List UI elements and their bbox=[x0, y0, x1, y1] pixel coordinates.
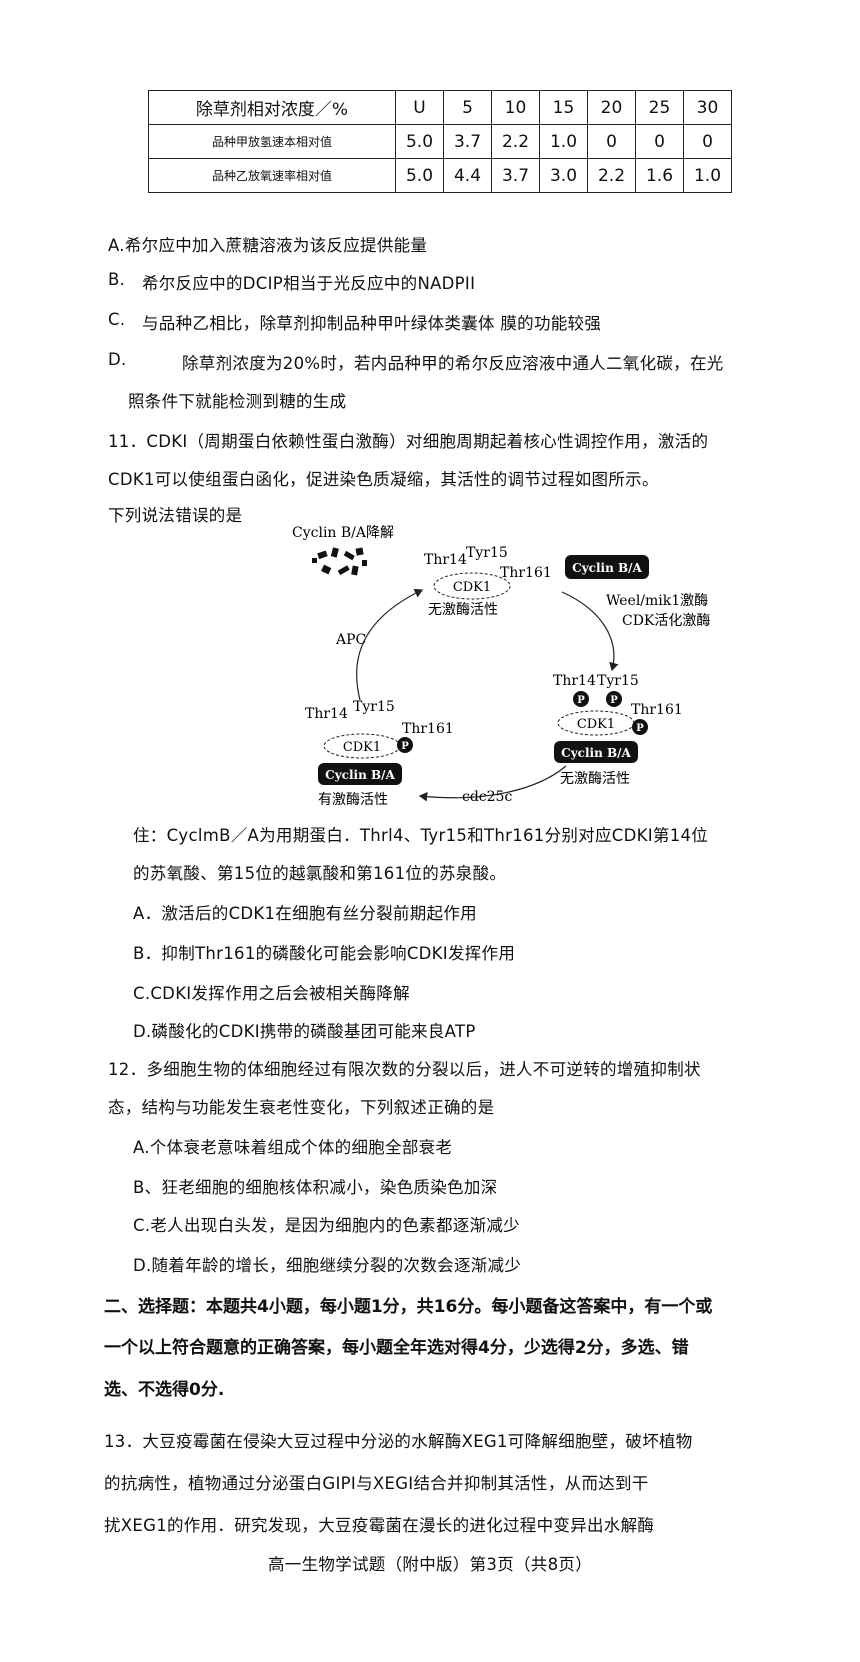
degraded-fragments-icon bbox=[312, 547, 367, 576]
kinase-cak-label: CDK活化激酶 bbox=[622, 612, 710, 629]
right-thr161-label: Thr161 bbox=[631, 702, 683, 718]
q12-stem-line1: 12．多细胞生物的体细胞经过有限次数的分裂以后，进人不可逆转的增殖抑制状 bbox=[108, 1060, 701, 1079]
table-cell: 3.7 bbox=[491, 158, 540, 193]
top-cdk1-label: CDK1 bbox=[453, 580, 491, 595]
phosphate-label: P bbox=[401, 741, 409, 752]
q11-option-c: C.CDKI发挥作用之后会被相关酶降解 bbox=[133, 984, 410, 1003]
apc-label: APC bbox=[335, 632, 366, 648]
q12-option-b: B、狂老细胞的细胞核体积减小，染色质染色加深 bbox=[133, 1178, 498, 1197]
phosphate-icon bbox=[397, 737, 413, 753]
top-cyclin-badge bbox=[565, 555, 649, 579]
page-footer: 高一生物学试题（附中版）第3页（共8页） bbox=[268, 1555, 592, 1574]
left-tyr15-label: Tyr15 bbox=[353, 699, 395, 715]
q11-stem-line2: CDK1可以使组蛋白函化，促进染色质凝缩，其活性的调节过程如图所示。 bbox=[108, 470, 659, 489]
q10-option-d-prefix: D. bbox=[108, 350, 127, 369]
right-inactive-label: 无激酶活性 bbox=[560, 770, 630, 787]
table-cell: 5.0 bbox=[395, 124, 444, 159]
q10-option-a: A.希尔应中加入蔗糖溶液为该反应提供能量 bbox=[108, 236, 428, 255]
q11-option-d: D.磷酸化的CDKI携带的磷酸基团可能来良ATP bbox=[133, 1022, 476, 1041]
q10-option-d-line1: 除草剂浓度为20%时，若内品种甲的希尔反应溶液中通人二氧化碳，在光 bbox=[182, 354, 724, 373]
q10-option-b-prefix: B. bbox=[108, 270, 126, 289]
q12-stem-line2: 态，结构与功能发生衰老性变化，下列叙述正确的是 bbox=[108, 1098, 495, 1117]
section2-line3: 选、不选得0分. bbox=[104, 1380, 225, 1400]
left-active-label: 有激酶活性 bbox=[318, 791, 388, 808]
q13-stem-line3: 扰XEG1的作用．研究发现，大豆疫霉菌在漫长的进化过程中变异出水解酶 bbox=[104, 1516, 655, 1535]
q11-note-line2: 的苏氧酸、第15位的越氯酸和第161位的苏泉酸。 bbox=[133, 864, 507, 883]
phosphate-icon bbox=[573, 691, 589, 707]
table-cell: 0 bbox=[683, 124, 732, 159]
phosphate-label: P bbox=[610, 695, 618, 706]
q10-option-c-prefix: C. bbox=[108, 310, 126, 329]
q10-option-d-line2: 照条件下就能检测到糖的生成 bbox=[128, 392, 347, 411]
right-thr14-label: Thr14 bbox=[553, 673, 596, 689]
q11-option-b: B．抑制Thr161的磷酸化可能会影响CDKI发挥作用 bbox=[133, 944, 516, 963]
phosphate-icon bbox=[606, 691, 622, 707]
phosphate-label: P bbox=[636, 723, 644, 734]
section2-line2: 一个以上符合题意的正确答案，每小题全年选对得4分，少选得2分，多选、错 bbox=[104, 1338, 689, 1358]
table-row: 品种甲放氢速本相对值 5.0 3.7 2.2 1.0 0 0 0 bbox=[148, 124, 732, 159]
q13-stem-line2: 的抗病性，植物通过分泌蛋白GIPI与XEGI结合并抑制其活性，从而达到干 bbox=[104, 1474, 649, 1493]
left-cdk1-label: CDK1 bbox=[343, 740, 381, 755]
cdc25c-label: cdc25c bbox=[462, 789, 512, 805]
table-cell: 3.0 bbox=[539, 158, 588, 193]
right-cyclin-label: Cyclin B/A bbox=[561, 746, 631, 760]
table-header-row: 除草剂相对浓度／% U 5 10 15 20 25 30 bbox=[148, 90, 732, 125]
top-tyr15-label: Tyr15 bbox=[466, 545, 508, 561]
table-header-cell: 15 bbox=[539, 90, 588, 125]
table-cell: 0 bbox=[635, 124, 684, 159]
q11-stem-line3: 下列说法错误的是 bbox=[108, 506, 243, 525]
table-cell: 1.0 bbox=[683, 158, 732, 193]
arrow-left-to-top bbox=[356, 588, 424, 701]
right-cyclin-badge bbox=[554, 741, 638, 763]
phosphate-label: P bbox=[577, 695, 585, 706]
q10-option-c: 与品种乙相比，除草剂抑制品种甲叶绿体类囊体 膜的功能较强 bbox=[142, 314, 602, 333]
table-cell: 5.0 bbox=[395, 158, 444, 193]
top-cyclin-label: Cyclin B/A bbox=[572, 561, 642, 575]
table-header-cell: 除草剂相对浓度／% bbox=[148, 90, 396, 125]
top-thr161-label: Thr161 bbox=[500, 565, 552, 581]
cdk1-cycle-diagram: Cyclin B/A降解 Thr14 Tyr15 Thr161 CDK1 无激酶… bbox=[292, 525, 710, 808]
top-cdk1-shape bbox=[433, 572, 511, 600]
q11-stem-line1: 11．CDKI（周期蛋白依赖性蛋白激酶）对细胞周期起着核心性调控作用，激活的 bbox=[108, 432, 709, 451]
table-header-cell: 20 bbox=[587, 90, 636, 125]
top-thr14-label: Thr14 bbox=[424, 552, 467, 568]
right-tyr15-label: Tyr15 bbox=[597, 673, 639, 689]
q12-option-d: D.随着年龄的增长，细胞继续分裂的次数会逐渐减少 bbox=[133, 1256, 522, 1275]
left-thr161-label: Thr161 bbox=[402, 721, 454, 737]
degradation-label: Cyclin B/A降解 bbox=[292, 525, 394, 541]
table-header-cell: 30 bbox=[683, 90, 732, 125]
phosphate-icon bbox=[632, 719, 648, 735]
table-row: 品种乙放氧速率相对值 5.0 4.4 3.7 3.0 2.2 1.6 1.0 bbox=[148, 158, 732, 193]
arrow-right-to-left bbox=[418, 765, 567, 802]
herbicide-table: 除草剂相对浓度／% U 5 10 15 20 25 30 品种甲放氢速本相对值 … bbox=[148, 90, 732, 193]
kinase-weel-label: Weel/mik1激酶 bbox=[606, 592, 708, 609]
q11-note-line1: 住：CyclmB／A为用期蛋白．Thrl4、Tyr15和Thr161分别对应CD… bbox=[133, 826, 709, 845]
table-cell: 2.2 bbox=[491, 124, 540, 159]
table-row-label: 品种乙放氧速率相对值 bbox=[148, 158, 396, 193]
left-thr14-label: Thr14 bbox=[305, 706, 348, 722]
q12-option-a: A.个体衰老意味着组成个体的细胞全部衰老 bbox=[133, 1138, 453, 1157]
left-cyclin-badge bbox=[318, 763, 402, 785]
right-cdk1-label: CDK1 bbox=[577, 717, 615, 732]
section2-line1: 二、选择题：本题共4小题，每小题1分，共16分。每小题备这答案中，有一个或 bbox=[104, 1297, 713, 1317]
arrow-top-to-right bbox=[561, 591, 619, 672]
q12-option-c: C.老人出现白头发，是因为细胞内的色素都逐渐减少 bbox=[133, 1216, 520, 1235]
table-header-cell: U bbox=[395, 90, 444, 125]
table-cell: 1.6 bbox=[635, 158, 684, 193]
table-header-cell: 25 bbox=[635, 90, 684, 125]
table-cell: 2.2 bbox=[587, 158, 636, 193]
q11-option-a: A．激活后的CDK1在细胞有丝分裂前期起作用 bbox=[133, 904, 477, 923]
top-inactive-label: 无激酶活性 bbox=[428, 601, 498, 618]
q13-stem-line1: 13．大豆疫霉菌在侵染大豆过程中分泌的水解酶XEG1可降解细胞壁，破坏植物 bbox=[104, 1432, 693, 1451]
table-cell: 0 bbox=[587, 124, 636, 159]
left-cyclin-label: Cyclin B/A bbox=[325, 768, 395, 782]
q10-option-b: 希尔反应中的DCIP相当于光反应中的NADPII bbox=[142, 274, 476, 293]
